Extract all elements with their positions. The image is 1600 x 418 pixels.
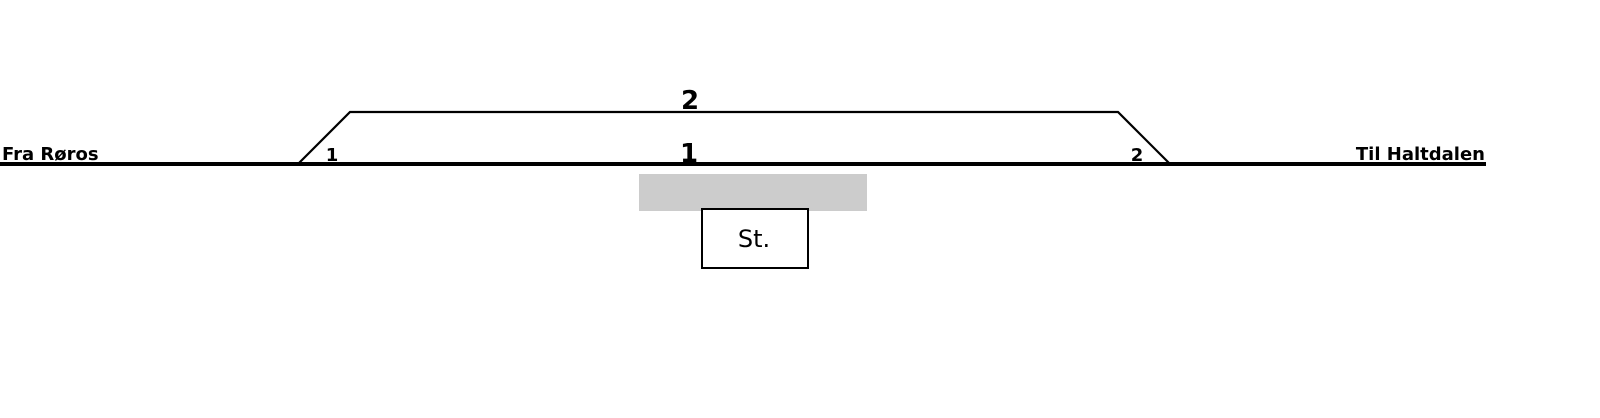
platform [639,174,867,211]
siding-track-line [297,110,1171,165]
to-label: Til Haltdalen [1356,144,1485,165]
station-building [701,208,809,269]
switch-number-left: 1 [326,145,339,166]
station-building-label: St. [738,225,770,253]
from-label: Fra Røros [2,144,99,165]
track-number-1: 1 [680,139,698,169]
track-number-2: 2 [681,86,699,116]
switch-number-right: 2 [1131,145,1144,166]
